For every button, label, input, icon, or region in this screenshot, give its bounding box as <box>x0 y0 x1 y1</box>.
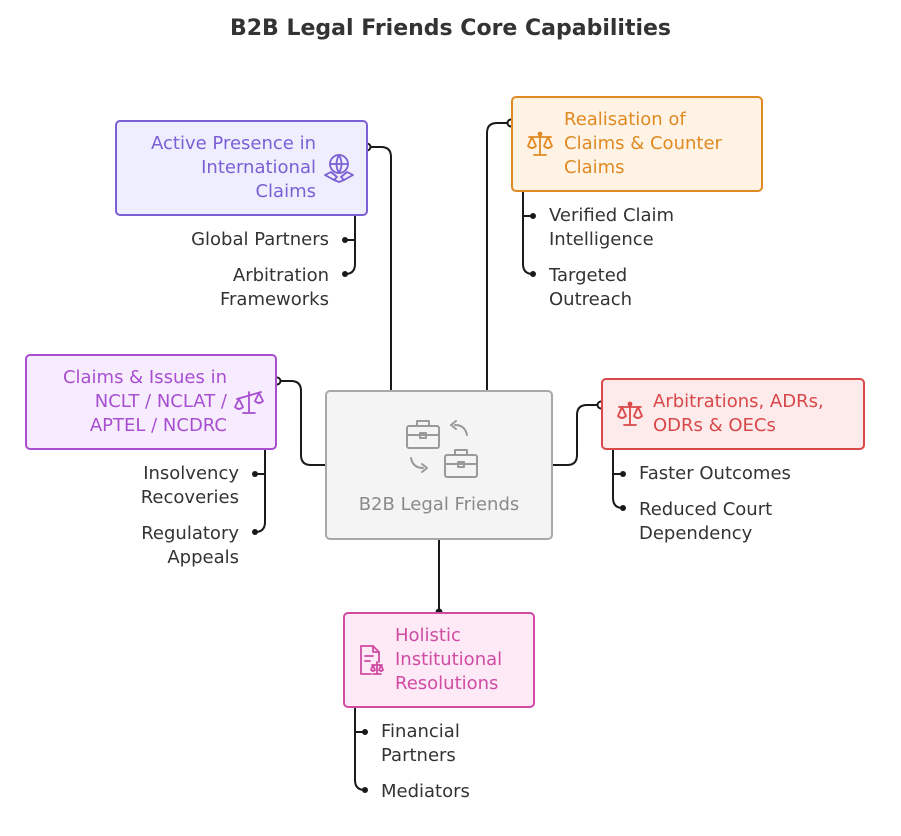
sub-line-realisation <box>522 192 534 275</box>
sub-targeted-outreach: Targeted Outreach <box>549 265 633 310</box>
sub-line-holistic <box>354 708 366 791</box>
sub-financial-partners: Financial Partners <box>381 721 460 766</box>
connector-international <box>367 146 392 390</box>
legal-document-icon <box>360 645 384 675</box>
connector-arbitration <box>553 404 601 466</box>
connector-nclt <box>277 380 325 466</box>
diagram-title: B2B Legal Friends Core Capabilities <box>229 16 672 41</box>
sub-verified-claim-intelligence: Verified Claim Intelligence <box>549 205 675 250</box>
briefcase-exchange-icon <box>406 420 478 478</box>
node-nclt-claims: Claims & Issues in NCLT / NCLAT / APTEL … <box>25 354 277 450</box>
sub-insolvency-recoveries: Insolvency Recoveries <box>140 463 239 508</box>
node-realisation-claims: Realisation of Claims & Counter Claims <box>511 96 763 192</box>
sub-faster-outcomes: Faster Outcomes <box>639 463 791 484</box>
node-holistic-label: Holistic Institutional Resolutions <box>395 625 503 694</box>
scales-tilted-icon <box>234 391 264 414</box>
node-arbitration-label: Arbitrations, ADRs, ODRs & OECs <box>653 391 824 436</box>
node-arbitrations: Arbitrations, ADRs, ODRs & OECs <box>601 378 865 450</box>
connector-realisation <box>486 122 511 390</box>
node-realisation-label: Realisation of Claims & Counter Claims <box>564 109 722 178</box>
center-label: B2B Legal Friends <box>358 494 520 515</box>
sub-mediators: Mediators <box>381 781 470 802</box>
center-node: B2B Legal Friends <box>325 390 553 540</box>
scales-icon <box>527 131 553 156</box>
sub-line-international <box>344 216 356 275</box>
sub-regulatory-appeals: Regulatory Appeals <box>141 523 239 568</box>
scales-icon <box>617 401 643 426</box>
node-holistic-resolutions: Holistic Institutional Resolutions <box>343 612 535 708</box>
node-international-label: Active Presence in International Claims <box>151 133 316 202</box>
sub-reduced-court-dependency: Reduced Court Dependency <box>639 499 773 544</box>
globe-handshake-icon <box>324 154 354 183</box>
sub-global-partners: Global Partners <box>191 229 329 250</box>
sub-line-nclt <box>254 450 266 533</box>
sub-line-arbitration <box>612 450 624 509</box>
sub-arbitration-frameworks: Arbitration Frameworks <box>219 265 329 310</box>
node-international-claims: Active Presence in International Claims <box>115 120 368 216</box>
node-nclt-label: Claims & Issues in NCLT / NCLAT / APTEL … <box>62 367 227 436</box>
